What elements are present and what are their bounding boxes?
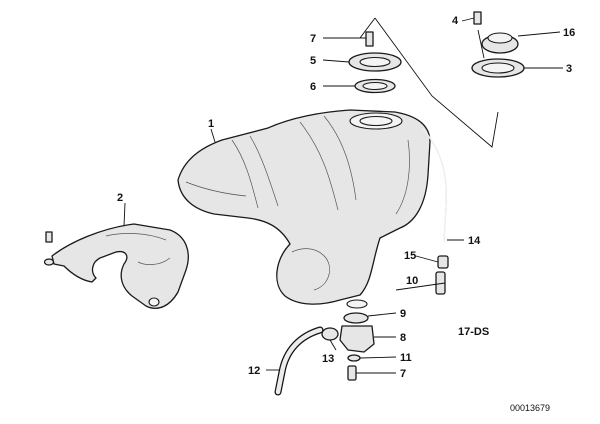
- callout-16: 16: [563, 27, 575, 39]
- fuel-tap-group: [321, 299, 375, 381]
- vent-hose: [421, 127, 448, 243]
- callout-7-bottom: 7: [400, 368, 406, 380]
- callout-11: 11: [400, 352, 412, 364]
- document-number: 00013679: [510, 403, 550, 413]
- callout-6: 6: [310, 81, 316, 93]
- assembly-lines: [359, 17, 499, 148]
- diagram-caption: 17-DS: [458, 326, 489, 338]
- callout-9: 9: [400, 308, 406, 320]
- heat-shield: [51, 223, 189, 309]
- callout-15: 15: [404, 250, 416, 262]
- screw-shape: [473, 11, 482, 25]
- callout-1: 1: [208, 118, 214, 130]
- callout-13: 13: [322, 353, 334, 365]
- leader-lines: [123, 17, 563, 374]
- callout-8: 8: [400, 332, 406, 344]
- cap-group: [471, 11, 525, 78]
- fuel-tank: [177, 109, 431, 305]
- callout-14: 14: [468, 235, 481, 247]
- callouts: 1 2 3 4 5 6 7 8 9 10 11 12 13 14 15 16 7: [117, 15, 575, 380]
- callout-5: 5: [310, 55, 316, 67]
- callout-10: 10: [406, 275, 418, 287]
- callout-3: 3: [566, 63, 572, 75]
- shield-screw: [43, 231, 55, 266]
- bolt-top: [365, 31, 374, 47]
- callout-12: 12: [248, 365, 260, 377]
- callout-7-top: 7: [310, 33, 316, 45]
- callout-2: 2: [117, 192, 123, 204]
- filler-stack: [348, 31, 402, 94]
- callout-4: 4: [452, 15, 459, 27]
- fuel-hose: [274, 326, 324, 396]
